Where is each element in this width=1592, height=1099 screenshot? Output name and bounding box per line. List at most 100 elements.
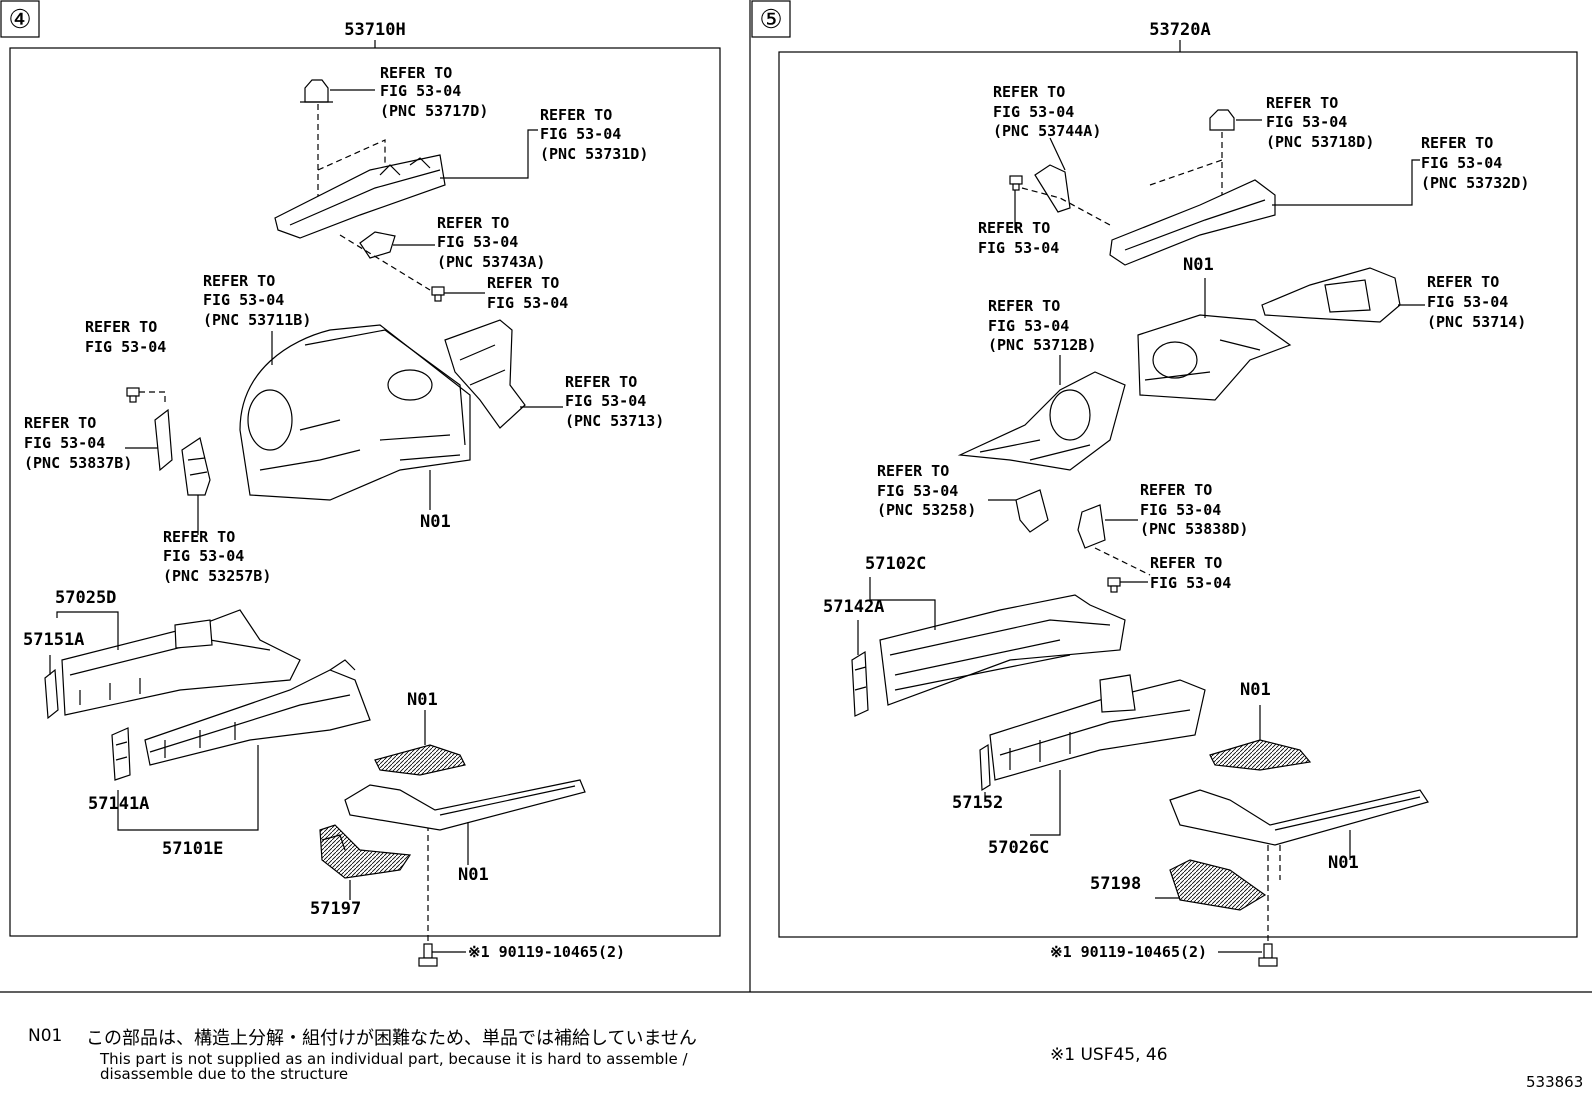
refer-line3: (PNC 53744A) bbox=[993, 122, 1101, 140]
refer-line3: (PNC 53257B) bbox=[163, 567, 271, 585]
part-number: 57151A bbox=[23, 630, 84, 650]
refer-label: REFER TO FIG 53-04 bbox=[85, 318, 166, 356]
part-number: 57141A bbox=[88, 794, 149, 814]
part-number: N01 bbox=[1183, 255, 1214, 275]
panel-53714 bbox=[1261, 267, 1401, 323]
bolt-callout: ※1 90119-10465(2) bbox=[468, 943, 625, 961]
refer-line2: FIG 53-04 bbox=[437, 233, 518, 251]
dash-leader bbox=[1094, 547, 1151, 576]
wheel-house-n01 bbox=[1137, 314, 1292, 401]
assembly-frame bbox=[778, 51, 1578, 938]
bolt-small-icon bbox=[1107, 577, 1121, 593]
part-number: 57152 bbox=[952, 793, 1003, 813]
refer-line1: REFER TO bbox=[877, 462, 949, 480]
refer-label: REFER TO FIG 53-04 (PNC 53718D) bbox=[1266, 94, 1374, 151]
refer-line1: REFER TO bbox=[487, 274, 559, 292]
refer-line1: REFER TO bbox=[1150, 554, 1222, 572]
bolt-icon bbox=[418, 943, 438, 967]
panel-5-number: ⑤ bbox=[759, 5, 782, 35]
plate-57151a bbox=[44, 668, 59, 720]
bracket-53837b bbox=[154, 408, 173, 472]
refer-label: REFER TO FIG 53-04 (PNC 53744A) bbox=[993, 83, 1101, 140]
panel-4-number-box bbox=[0, 0, 40, 38]
refer-line1: REFER TO bbox=[437, 214, 509, 232]
part-number: N01 bbox=[1240, 680, 1271, 700]
footer-code: N01 bbox=[28, 1026, 63, 1046]
part-number: 57026C bbox=[988, 838, 1049, 858]
panel-4: ④ 53710H REFER TO FIG 53-04 (PNC 53717D)… bbox=[0, 0, 721, 967]
refer-line1: REFER TO bbox=[978, 219, 1050, 237]
leader-line bbox=[1049, 137, 1066, 171]
refer-line1: REFER TO bbox=[24, 414, 96, 432]
refer-label: REFER TO FIG 53-04 (PNC 53258) bbox=[877, 462, 976, 519]
plate-57152 bbox=[979, 743, 991, 792]
part-number: 57197 bbox=[310, 899, 361, 919]
leader-line bbox=[440, 129, 538, 179]
part-number: N01 bbox=[420, 512, 451, 532]
figure-id: 533863 bbox=[1526, 1073, 1584, 1091]
refer-line1: REFER TO bbox=[163, 528, 235, 546]
refer-line1: REFER TO bbox=[203, 272, 275, 290]
refer-line2: FIG 53-04 bbox=[85, 338, 166, 356]
refer-line3: (PNC 53837B) bbox=[24, 454, 132, 472]
refer-line1: REFER TO bbox=[993, 83, 1065, 101]
bracket-57198 bbox=[1169, 859, 1267, 911]
assembly-number: 53710H bbox=[344, 20, 405, 40]
rail-53732d bbox=[1109, 179, 1276, 266]
part-number: N01 bbox=[407, 690, 438, 710]
refer-label: REFER TO FIG 53-04 (PNC 53711B) bbox=[203, 272, 311, 329]
refer-line2: FIG 53-04 bbox=[487, 294, 568, 312]
plate-57141a bbox=[111, 727, 131, 781]
refer-line2: FIG 53-04 bbox=[877, 482, 958, 500]
refer-line2: FIG 53-04 bbox=[380, 82, 461, 100]
refer-line3: (PNC 53731D) bbox=[540, 145, 648, 163]
refer-label: REFER TO FIG 53-04 bbox=[1150, 554, 1231, 592]
refer-line1: REFER TO bbox=[380, 64, 452, 82]
leader-line bbox=[1272, 159, 1420, 206]
bracket-53717d bbox=[300, 79, 333, 103]
part-number: 57102C bbox=[865, 554, 926, 574]
refer-line2: FIG 53-04 bbox=[24, 434, 105, 452]
side-member-57102c bbox=[879, 594, 1126, 706]
assembly-number: 53720A bbox=[1149, 20, 1210, 40]
refer-line2: FIG 53-04 bbox=[203, 291, 284, 309]
refer-line2: FIG 53-04 bbox=[1150, 574, 1231, 592]
bracket-53744a bbox=[1034, 164, 1071, 213]
wheel-house-inner bbox=[239, 324, 471, 501]
bolt-icon bbox=[1258, 943, 1278, 967]
refer-label: REFER TO FIG 53-04 (PNC 53837B) bbox=[24, 414, 132, 472]
refer-line1: REFER TO bbox=[1427, 273, 1499, 291]
plate-57142a bbox=[851, 650, 869, 717]
footer-applicability: ※1 USF45, 46 bbox=[1050, 1045, 1168, 1065]
bolt-small-icon bbox=[1009, 175, 1023, 191]
side-member-57101e bbox=[144, 659, 371, 766]
leader-line bbox=[56, 611, 119, 650]
refer-line3: (PNC 53743A) bbox=[437, 253, 545, 271]
bracket-53718d bbox=[1209, 109, 1235, 131]
panel-5: ⑤ 53720A REFER TO FIG 53-04 (PNC 53744A)… bbox=[751, 0, 1578, 967]
refer-line3: (PNC 53713) bbox=[565, 412, 664, 430]
refer-line3: (PNC 53711B) bbox=[203, 311, 311, 329]
refer-line3: (PNC 53838D) bbox=[1140, 520, 1248, 538]
part-number: 57101E bbox=[162, 839, 223, 859]
refer-line2: FIG 53-04 bbox=[993, 103, 1074, 121]
refer-line3: (PNC 53712B) bbox=[988, 336, 1096, 354]
bracket-53257b bbox=[181, 437, 211, 496]
refer-label: REFER TO FIG 53-04 (PNC 53717D) bbox=[380, 64, 488, 120]
bolt-small-icon bbox=[431, 286, 445, 302]
dash-leader bbox=[1149, 132, 1223, 205]
refer-label: REFER TO FIG 53-04 (PNC 53731D) bbox=[540, 106, 648, 163]
footer-en-note-1: This part is not supplied as an individu… bbox=[100, 1050, 688, 1068]
panel-5-number-box bbox=[751, 0, 791, 38]
part-number: 57025D bbox=[55, 588, 116, 608]
side-member-57026c bbox=[989, 674, 1206, 781]
refer-line1: REFER TO bbox=[540, 106, 612, 124]
bracket-53258 bbox=[1015, 489, 1049, 533]
rocker-n01 bbox=[344, 779, 586, 831]
panel-n01-hatched bbox=[374, 744, 466, 776]
rocker-n01 bbox=[1169, 789, 1429, 846]
refer-line3: (PNC 53718D) bbox=[1266, 133, 1374, 151]
leader-line bbox=[117, 745, 259, 831]
bolt-small-icon bbox=[126, 387, 140, 403]
